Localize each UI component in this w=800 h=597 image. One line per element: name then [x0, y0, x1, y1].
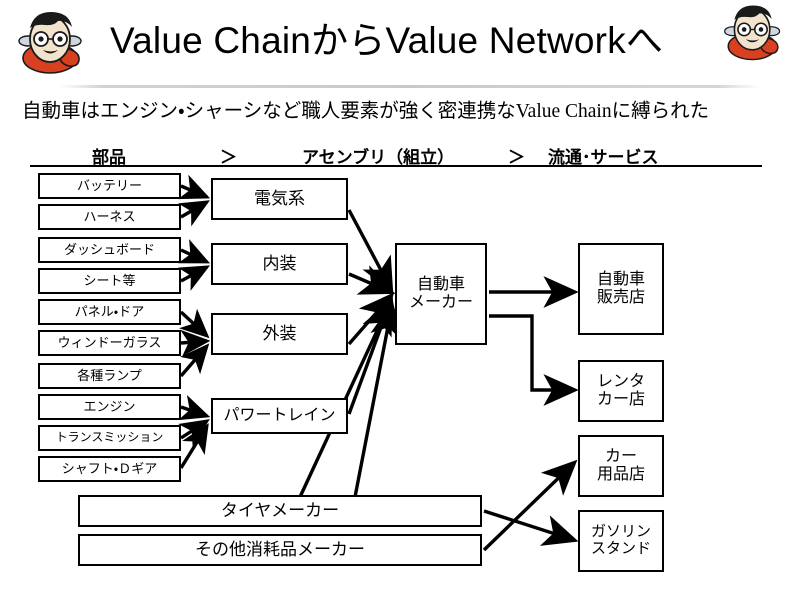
column-separator-1: ＞: [220, 148, 237, 167]
column-header-row: 部品 ＞ アセンブリ（組立） ＞ 流通･サービス: [30, 143, 760, 167]
part-box[interactable]: ハーネス: [38, 204, 181, 230]
part-box[interactable]: ダッシュボード: [38, 237, 181, 263]
retail-box-cargoods[interactable]: カー 用品店: [578, 435, 664, 497]
column-header-distribution: 流通･サービス: [548, 148, 659, 167]
part-box[interactable]: トランスミッション: [38, 425, 181, 451]
column-header-rule: [30, 165, 762, 167]
retail-label-line1: ガソリン: [590, 523, 651, 541]
automaker-label-line1: 自動車: [416, 276, 465, 294]
column-header-parts: 部品: [92, 148, 126, 167]
assembly-box[interactable]: 外装: [211, 313, 348, 355]
subtitle-text: 自動車はエンジン・シャーシなど職人要素が強く密連携なValue Chainに縛ら…: [22, 101, 710, 122]
supplier-bar-consumables[interactable]: その他消耗品メーカー: [78, 534, 482, 566]
part-box[interactable]: エンジン: [38, 394, 181, 420]
column-header-assembly: アセンブリ（組立）: [302, 148, 455, 167]
retail-box-dealer[interactable]: 自動車 販売店: [578, 243, 664, 335]
mascot-face-icon: [722, 2, 784, 64]
assembly-box[interactable]: 内装: [211, 243, 348, 285]
assembly-box[interactable]: 電気系: [211, 178, 348, 220]
retail-label-line2: カー店: [596, 391, 645, 408]
retail-label-line1: 自動車: [596, 271, 645, 289]
retail-label-line1: レンタ: [596, 373, 645, 391]
retail-label-line2: 用品店: [596, 466, 645, 483]
part-box[interactable]: パネル・ドア: [38, 299, 181, 325]
mascot-face-icon: [16, 8, 86, 78]
retail-label-line2: スタンド: [590, 540, 651, 557]
page-title: Value ChainからValue Networkへ: [110, 20, 664, 61]
part-box[interactable]: ウィンドーガラス: [38, 330, 181, 356]
column-separator-2: ＞: [508, 148, 525, 167]
retail-box-gasstation[interactable]: ガソリン スタンド: [578, 510, 664, 572]
assembly-box[interactable]: パワートレイン: [211, 398, 348, 434]
title-divider: [60, 85, 760, 88]
part-box[interactable]: バッテリー: [38, 173, 181, 199]
retail-label-line2: 販売店: [596, 289, 645, 306]
part-box[interactable]: シート等: [38, 268, 181, 294]
supplier-bar-tire[interactable]: タイヤメーカー: [78, 495, 482, 527]
retail-label-line1: カー: [604, 448, 637, 466]
part-box[interactable]: シャフト・Ｄギア: [38, 456, 181, 482]
part-box[interactable]: 各種ランプ: [38, 363, 181, 389]
retail-box-rentacar[interactable]: レンタ カー店: [578, 360, 664, 422]
automaker-label-line2: メーカー: [408, 294, 473, 311]
automaker-box[interactable]: 自動車 メーカー: [395, 243, 487, 345]
